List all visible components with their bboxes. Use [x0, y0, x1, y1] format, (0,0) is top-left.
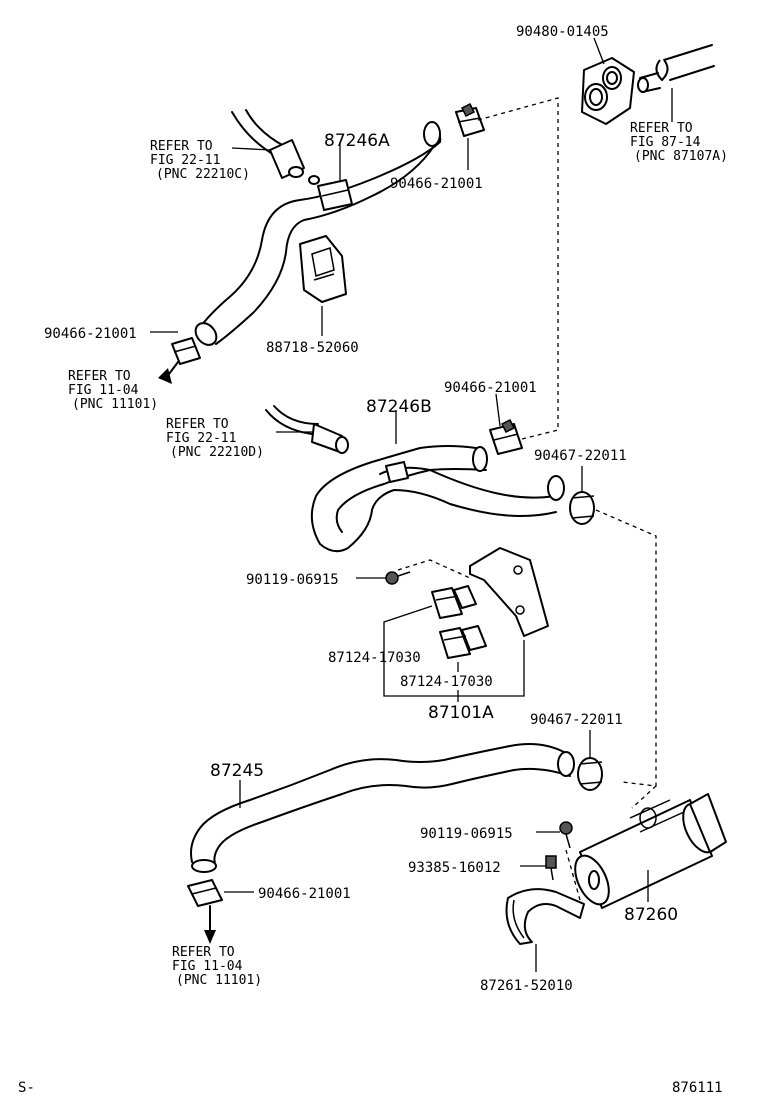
bolt-90119-06915-a[interactable] [385, 571, 411, 585]
part-label-90466-21001-c: 90466-21001 [444, 380, 537, 396]
dashed-route-3 [631, 785, 657, 809]
hose-87246b[interactable] [310, 445, 565, 553]
clamp-90467-22011-b[interactable] [577, 757, 603, 791]
refer-line: FIG 11-04 [68, 383, 139, 398]
refer-note-11101-lower[interactable]: REFER TO FIG 11-04 (PNC 11101) [172, 945, 262, 988]
bolt-93385-16012[interactable] [545, 855, 557, 881]
clamp-upper-87246a [317, 179, 353, 211]
clamp-87246b-inner [385, 461, 409, 483]
refer-line: (PNC 22210D) [170, 445, 264, 460]
arrow-icon [158, 368, 172, 384]
part-label-87101a: 87101A [428, 703, 494, 723]
refer-line: REFER TO [150, 139, 213, 154]
part-label-87246b: 87246B [366, 397, 432, 417]
pipe-22210c [231, 109, 320, 185]
hose-87246a[interactable] [191, 121, 442, 349]
clamp-90466-21001-c[interactable] [489, 418, 523, 455]
figure-number: 876111 [672, 1080, 723, 1096]
arrow-icon [204, 930, 216, 944]
part-label-90480-01405: 90480-01405 [516, 24, 609, 40]
clamp-90466-21001-b[interactable] [171, 337, 201, 365]
clip-87124-17030-a[interactable] [431, 585, 477, 619]
refer-line: REFER TO [68, 369, 131, 384]
pipe-87107a [637, 44, 715, 93]
refer-note-87107a[interactable]: REFER TO FIG 87-14 (PNC 87107A) [630, 121, 728, 164]
refer-note-11101-upper[interactable]: REFER TO FIG 11-04 (PNC 11101) [68, 369, 158, 412]
part-label-88718-52060: 88718-52060 [266, 340, 359, 356]
bracket-87261-52010[interactable] [505, 888, 585, 945]
leader-p12 [383, 640, 525, 697]
dashed-route-1 [477, 97, 559, 441]
refer-line: (PNC 87107A) [634, 149, 728, 164]
part-label-87246a: 87246A [324, 131, 390, 151]
refer-line: REFER TO [166, 417, 229, 432]
bolt-90119-06915-b[interactable] [559, 821, 573, 849]
leader-p7 [495, 393, 501, 427]
part-label-87260: 87260 [624, 905, 678, 925]
clamp-90466-21001-a[interactable] [455, 102, 485, 137]
part-label-87261-52010: 87261-52010 [480, 978, 573, 994]
refer-note-22210d[interactable]: REFER TO FIG 22-11 (PNC 22210D) [166, 417, 264, 460]
clip-88718-52060[interactable] [299, 235, 347, 303]
part-label-90466-21001-a: 90466-21001 [390, 176, 483, 192]
refer-line: REFER TO [630, 121, 693, 136]
refer-line: (PNC 22210C) [156, 167, 250, 182]
dashed-route-2 [595, 509, 657, 787]
leader-p1 [593, 37, 605, 65]
part-label-90119-06915-a: 90119-06915 [246, 572, 339, 588]
canister-87260[interactable] [568, 793, 727, 909]
refer-line: FIG 11-04 [172, 959, 243, 974]
grommet-90480-01405[interactable] [581, 57, 635, 125]
refer-line: FIG 87-14 [630, 135, 701, 150]
part-label-87245: 87245 [210, 761, 264, 781]
leader-r1 [231, 147, 271, 151]
leader-p10 [383, 605, 433, 652]
refer-line: REFER TO [172, 945, 235, 960]
part-label-90466-21001-d: 90466-21001 [258, 886, 351, 902]
hose-87245[interactable] [190, 743, 575, 873]
refer-line: FIG 22-11 [150, 153, 220, 168]
refer-line: FIG 22-11 [166, 431, 236, 446]
dashed-bolt-2 [565, 849, 581, 901]
bracket-87101a[interactable] [469, 547, 549, 637]
dashed-bolt-1 [397, 559, 471, 579]
part-label-90119-06915-b: 90119-06915 [420, 826, 513, 842]
refer-line: (PNC 11101) [72, 397, 158, 412]
footer-left-code: S- [18, 1080, 35, 1096]
part-label-87124-17030-b: 87124-17030 [400, 674, 493, 690]
part-label-87124-17030-a: 87124-17030 [328, 650, 421, 666]
clip-87124-17030-b[interactable] [439, 625, 487, 659]
part-label-90467-22011-a: 90467-22011 [534, 448, 627, 464]
part-label-90467-22011-b: 90467-22011 [530, 712, 623, 728]
clamp-90467-22011-a[interactable] [569, 491, 595, 525]
part-label-93385-16012: 93385-16012 [408, 860, 501, 876]
clamp-90466-21001-d[interactable] [187, 879, 223, 907]
refer-line: (PNC 11101) [176, 973, 262, 988]
pipe-22210d [265, 405, 349, 454]
refer-note-22210c[interactable]: REFER TO FIG 22-11 (PNC 22210C) [150, 139, 250, 182]
part-label-90466-21001-b: 90466-21001 [44, 326, 137, 342]
